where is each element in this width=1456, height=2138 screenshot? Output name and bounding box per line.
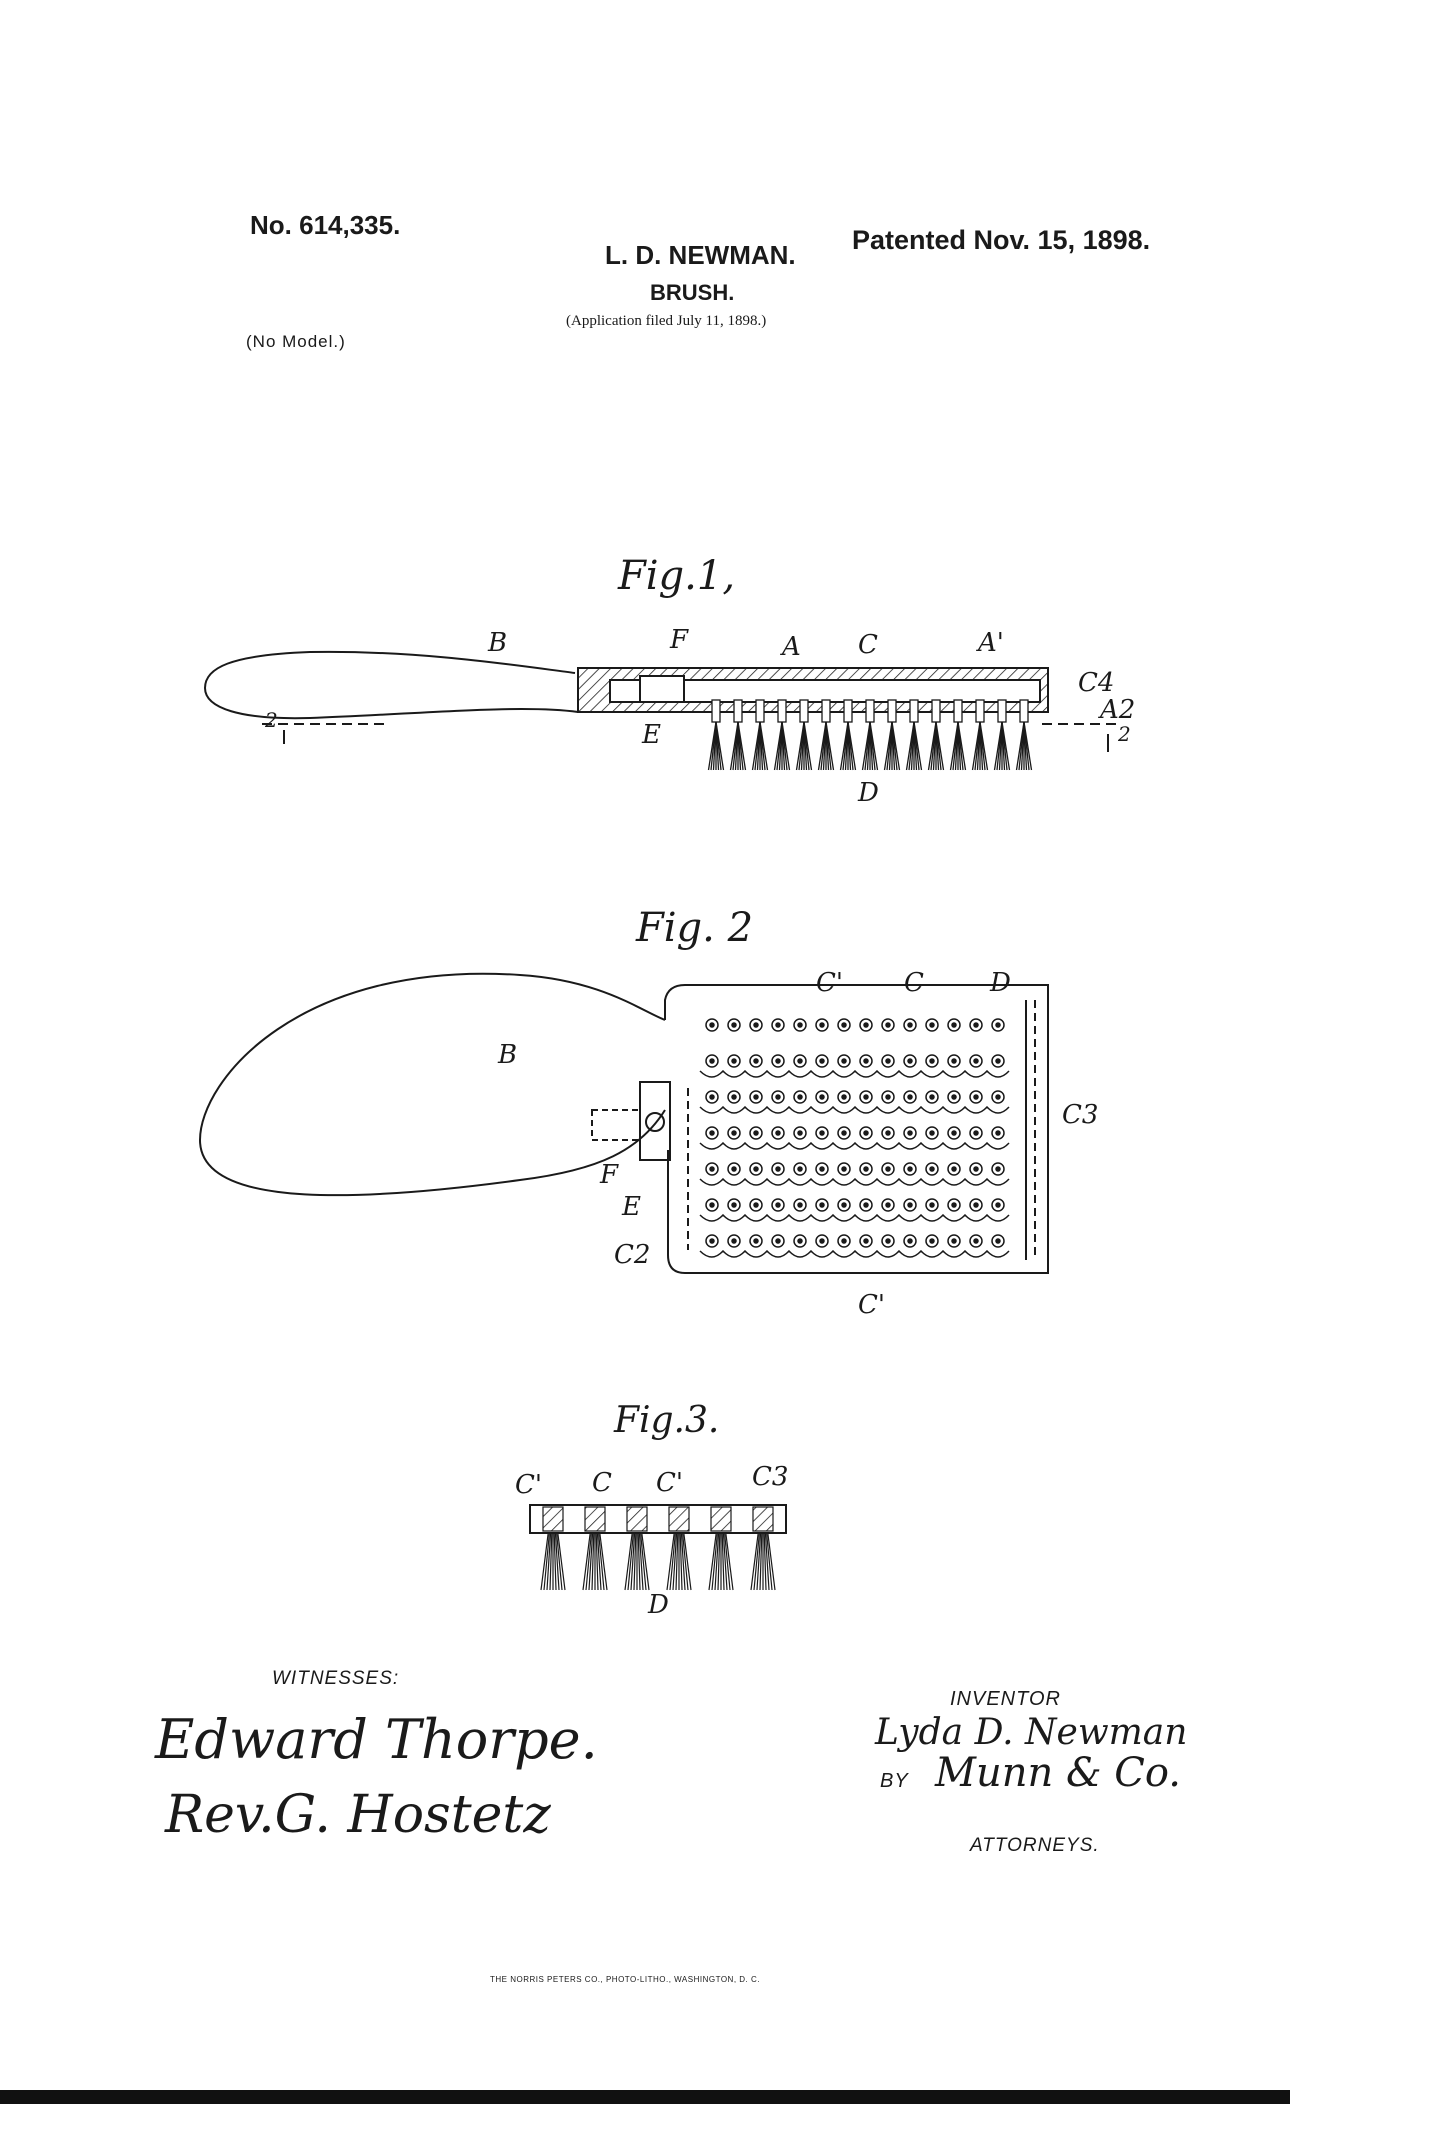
fig2-label-d-top: D <box>990 968 1011 998</box>
fig3-label-c3: C3 <box>752 1462 789 1492</box>
document-title: BRUSH. <box>650 280 735 305</box>
witness-signature-2: Rev.G. Hostetz <box>165 1785 551 1845</box>
fig1-label-f: F <box>670 625 689 655</box>
fig1-label-a1: A' <box>978 628 1004 658</box>
fig3-drawing <box>529 1504 787 1534</box>
witnesses-label: WITNESSES: <box>272 1668 400 1689</box>
fig3-label-c1-a: C' <box>515 1470 543 1500</box>
fig2-drawing <box>198 972 1049 1274</box>
witness-signature-1: Edward Thorpe. <box>155 1708 598 1771</box>
fig1-label-b: B <box>488 628 508 658</box>
fig1-label-a2: A2 <box>1100 695 1136 725</box>
fig3-label-d: D <box>648 1590 669 1620</box>
printer-credit: THE NORRIS PETERS CO., PHOTO-LITHO., WAS… <box>490 1975 760 1984</box>
fig3-caption: Fig.3. <box>614 1400 720 1441</box>
attorneys-label: ATTORNEYS. <box>970 1835 1100 1856</box>
fig2-label-c1-top: C' <box>816 968 844 998</box>
fig1-drawing <box>203 650 1120 752</box>
model-note: (No Model.) <box>246 332 346 351</box>
fig2-label-c3: C3 <box>1062 1100 1099 1130</box>
inventor-name: L. D. NEWMAN. <box>605 240 796 270</box>
fig2-bristle-rows <box>699 1018 1010 1258</box>
fig1-label-c4: C4 <box>1078 668 1115 698</box>
bottom-rule <box>0 2090 1290 2104</box>
fig2-label-c-top: C <box>904 968 924 998</box>
fig2-label-c2: C2 <box>614 1240 651 1270</box>
patent-number: No. 614,335. <box>250 210 401 240</box>
fig1-bristles <box>707 699 1033 771</box>
fig3-tufts <box>540 1506 776 1591</box>
fig3-label-c1-b: C' <box>656 1468 684 1498</box>
fig1-label-d: D <box>858 778 879 808</box>
fig2-label-f: F <box>600 1160 619 1190</box>
fig3-label-c: C <box>592 1468 612 1498</box>
inventor-signature: Lyda D. Newman <box>875 1712 1188 1753</box>
fig1-caption: Fig.1, <box>618 553 736 599</box>
fig1-section-left: 2 <box>265 708 278 732</box>
fig2-label-e: E <box>622 1192 641 1222</box>
fig1-label-a: A <box>782 632 801 662</box>
fig2-caption: Fig. 2 <box>636 905 754 951</box>
fig1-section-right: 2 <box>1118 722 1131 746</box>
application-line: (Application filed July 11, 1898.) <box>566 313 767 329</box>
inventor-label: INVENTOR <box>950 1688 1061 1710</box>
attorney-signature: Munn & Co. <box>935 1750 1181 1796</box>
by-label: BY <box>880 1770 909 1792</box>
patent-date: Patented Nov. 15, 1898. <box>852 225 1151 255</box>
fig1-label-c: C <box>858 630 878 660</box>
fig1-label-e: E <box>642 720 661 750</box>
fig2-label-b: B <box>498 1040 518 1070</box>
fig2-label-c1-bottom: C' <box>858 1290 886 1320</box>
